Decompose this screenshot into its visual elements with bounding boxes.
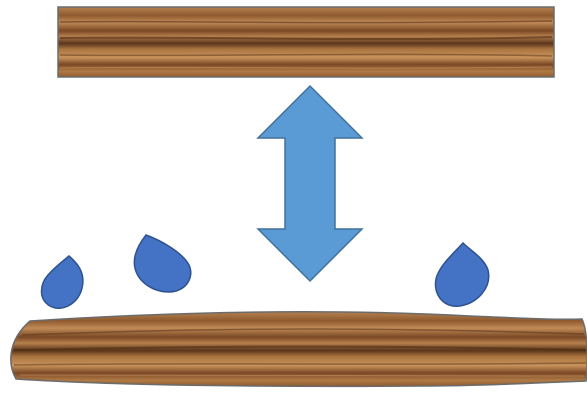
top-wood-board	[57, 6, 555, 78]
water-drop-icon	[434, 241, 490, 307]
water-drop-icon	[133, 234, 192, 293]
double-headed-arrow-icon	[256, 84, 364, 283]
bottom-wood-board	[10, 310, 587, 388]
water-drop-icon	[40, 255, 84, 309]
